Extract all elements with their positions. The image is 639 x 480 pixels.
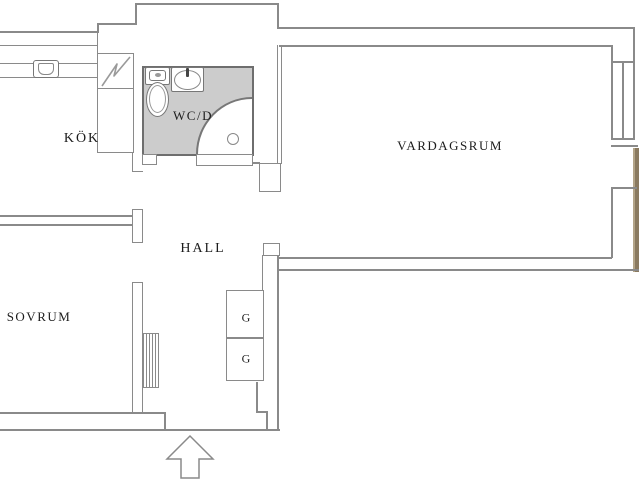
wall-segment <box>97 23 99 33</box>
window-icon <box>611 45 613 62</box>
door-jamb <box>263 243 280 256</box>
wall-segment <box>164 412 166 430</box>
window-icon <box>622 61 624 139</box>
wall-segment <box>279 45 612 47</box>
door-jamb <box>142 154 157 165</box>
closet-g <box>226 290 264 338</box>
wall-segment <box>277 255 279 430</box>
wall-segment <box>277 3 279 28</box>
window-icon <box>611 61 613 139</box>
closet-label-g1: G <box>241 310 251 325</box>
wall-segment <box>611 187 637 189</box>
room-label-wcd: WC/D <box>173 108 213 123</box>
wall-segment <box>279 257 612 259</box>
room-label-vardagsrum: VARDAGSRUM <box>397 138 503 153</box>
wall-segment <box>132 171 143 172</box>
window-icon <box>611 138 635 140</box>
door-jamb <box>132 209 143 243</box>
wall-post <box>196 154 253 166</box>
door-jamb <box>259 163 281 192</box>
wall-segment <box>97 88 134 89</box>
wall-segment <box>266 411 268 430</box>
wall-segment <box>256 382 258 413</box>
balcony-door-icon <box>633 148 639 272</box>
wall-segment <box>611 187 613 258</box>
room-label-sovrum: SOVRUM <box>6 309 72 324</box>
wall-segment <box>135 3 137 25</box>
wall-segment <box>0 429 280 431</box>
wall-segment <box>278 269 639 271</box>
wall-segment <box>256 411 268 413</box>
wall-segment <box>277 45 278 164</box>
floor-drain-icon <box>227 133 239 145</box>
entrance-arrow-icon <box>165 434 215 479</box>
wall-segment <box>277 27 635 29</box>
lightning-icon <box>101 56 131 87</box>
toilet-flush-button <box>155 73 161 77</box>
window-sill <box>611 145 638 147</box>
wall-segment <box>262 255 263 291</box>
radiator-icon <box>143 333 159 388</box>
wall-segment <box>0 224 133 226</box>
closet-g <box>226 338 264 381</box>
toilet-icon <box>149 85 166 113</box>
room-label-hall: HALL <box>180 241 226 256</box>
kitchen-sink-icon <box>38 63 54 75</box>
wall-segment <box>0 412 166 414</box>
room-label-kok: KÖK <box>63 131 101 146</box>
window-icon <box>633 61 635 139</box>
wall-segment <box>0 215 133 217</box>
wall-segment <box>135 3 279 5</box>
closet-label-g2: G <box>241 351 251 366</box>
wall-segment <box>132 153 133 172</box>
wall-segment <box>280 45 282 164</box>
wall-segment <box>0 31 99 33</box>
wall-segment <box>633 27 635 63</box>
wall-post <box>132 282 143 413</box>
wall-segment <box>97 23 137 25</box>
faucet-icon <box>186 68 189 77</box>
wall-segment <box>252 162 260 164</box>
kitchen-counter-line <box>0 45 98 46</box>
